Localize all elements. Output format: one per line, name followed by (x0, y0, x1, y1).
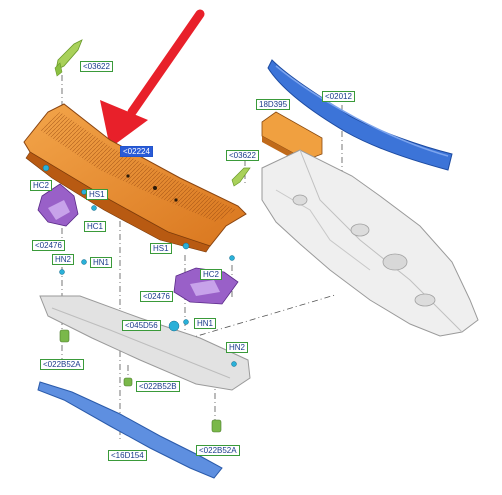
fasteners (42, 164, 237, 367)
callout-hc2-mid: HC2 (200, 269, 223, 280)
callout-022B52A-left: <022B52A (40, 359, 84, 370)
callout-045D56: <045D56 (122, 320, 161, 331)
purple-bracket-left (37, 183, 79, 227)
callout-03622-mid: <03622 (226, 150, 259, 161)
callout-022B52B: <022B52B (136, 381, 180, 392)
lower-cowl-panel (39, 295, 251, 391)
callout-18D395: 18D395 (256, 99, 291, 110)
lower-seal-strip (37, 381, 223, 479)
callout-hn2-right: HN2 (226, 342, 249, 353)
callout-022B52A-bottom: <022B52A (196, 445, 240, 456)
callout-02476-mid: <02476 (140, 291, 173, 302)
callout-selected-part: <02224 (120, 146, 153, 157)
callout-16D154: <16D154 (108, 450, 147, 461)
hood-seal-upper (267, 59, 453, 171)
callout-03622-top: <03622 (80, 61, 113, 72)
dash-panel (261, 149, 479, 337)
callout-02476-left: <02476 (32, 240, 65, 251)
callout-hs1-left: HS1 (86, 189, 108, 200)
callout-hs1-mid: HS1 (150, 243, 172, 254)
small-bracket-mid (231, 167, 251, 187)
green-clips (59, 329, 222, 433)
callout-hc1-left: HC1 (84, 221, 107, 232)
callout-02012: <02012 (322, 91, 355, 102)
callout-hc2-left: HC2 (30, 180, 53, 191)
pointer-arrow (100, 9, 205, 148)
small-bracket-top (54, 39, 83, 77)
callout-hn2-left: HN2 (52, 254, 75, 265)
callout-hn1-mid: HN1 (194, 318, 217, 329)
callout-hn1-left: HN1 (90, 257, 113, 268)
